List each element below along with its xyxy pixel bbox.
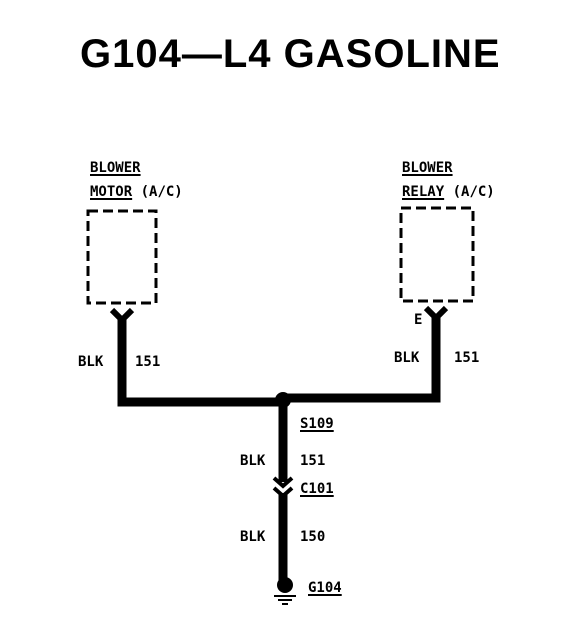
wire-right-color: BLK — [394, 350, 420, 366]
connector-label: C101 — [300, 481, 334, 497]
ground-g104-dot — [277, 577, 293, 593]
splice-s109-dot — [275, 392, 291, 408]
wire-lower-circuit: 150 — [300, 529, 326, 545]
blower-relay-suffix: (A/C) — [444, 184, 495, 200]
wire-lower-color: BLK — [240, 529, 266, 545]
wire-left-circuit: 151 — [135, 354, 161, 370]
wire-right — [283, 315, 441, 403]
diagram-title: G104—L4 GASOLINE — [80, 32, 501, 76]
blower-motor-line1: BLOWER — [90, 160, 141, 176]
ground-label: G104 — [308, 580, 342, 596]
blower-motor-label: BLOWER MOTOR (A/C) — [90, 160, 183, 200]
wire-right-circuit: 151 — [454, 350, 480, 366]
blower-relay-label: BLOWER RELAY (A/C) — [402, 160, 495, 200]
wire-middle-color: BLK — [240, 453, 266, 469]
blower-relay-line1: BLOWER — [402, 160, 453, 176]
connector-c101-upper — [272, 476, 294, 489]
ground-symbol — [274, 595, 296, 605]
blower-motor-suffix: (A/C) — [132, 184, 183, 200]
wire-middle-circuit: 151 — [300, 453, 326, 469]
blower-relay-name: RELAY — [402, 184, 445, 200]
wire-left-color: BLK — [78, 354, 104, 370]
splice-label: S109 — [300, 416, 334, 432]
blower-relay-box — [399, 206, 475, 303]
relay-pin-label: E — [414, 312, 423, 328]
wire-left — [117, 317, 283, 407]
blower-motor-box — [86, 209, 158, 305]
blower-motor-name: MOTOR — [90, 184, 133, 200]
